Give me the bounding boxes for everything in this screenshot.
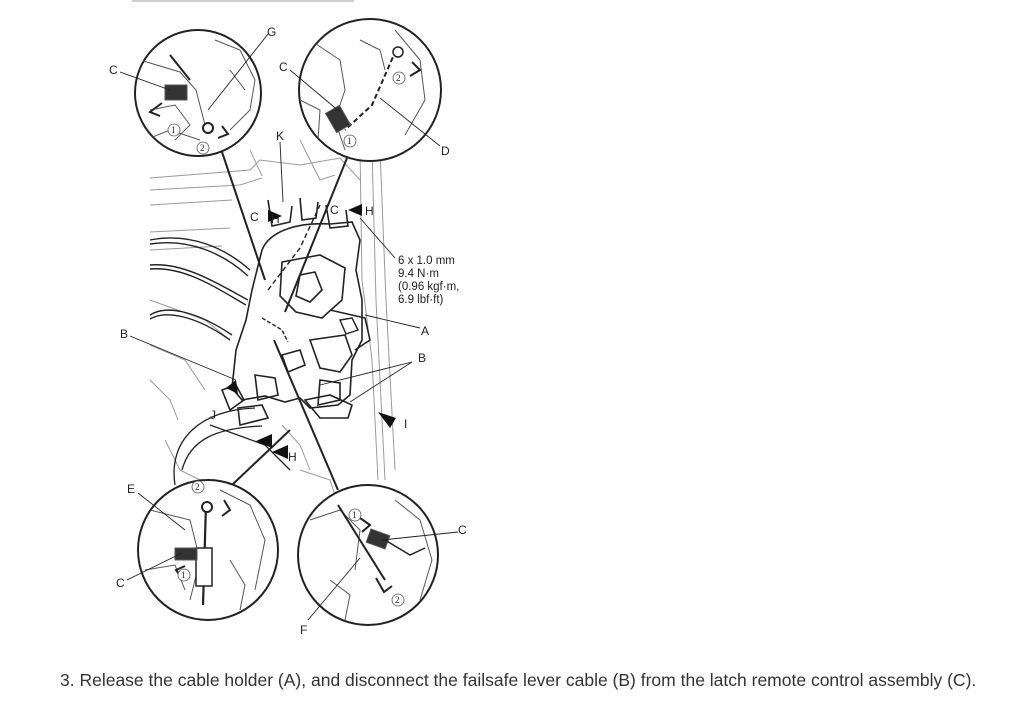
torque-spec-lbfft: 6.9 lbf·ft) [398,294,444,306]
step-mark-e-1: 1 [181,570,186,580]
torque-spec-nm: 9.4 N·m [398,268,439,280]
callout-c-clip-right: C [330,203,339,217]
callout-b-left: B [120,327,128,341]
callout-h-clip-left: H [271,212,280,226]
step-mark-e-2: 2 [195,482,200,492]
detail-circle-e [137,479,279,621]
torque-spec-kgfm: (0.96 kgf·m, [398,281,459,293]
callout-k: K [276,129,284,143]
callout-j: J [210,408,216,422]
callout-f: F [300,623,307,637]
callout-c-bottom-right: C [458,523,467,537]
callout-h-bottom: H [288,450,297,464]
step-mark-g-1: 1 [171,125,176,135]
callout-c-clip-left: C [250,210,259,224]
detail-circle-d [298,18,442,162]
instruction-caption: 3. Release the cable holder (A), and dis… [60,670,977,690]
detail-circle-g [134,29,262,157]
step-mark-d-2: 2 [396,73,401,83]
callout-h-clip-right: H [365,204,374,218]
clip-arrows [226,204,396,459]
callout-d: D [441,144,450,158]
detail-circle-f [297,484,439,626]
callout-c-top-right: C [279,60,288,74]
leader-lines [221,151,348,491]
step-mark-d-1: 1 [347,136,352,146]
callout-a: A [421,324,429,338]
latch-assembly [220,197,371,426]
callout-c-bottom-left: C [116,576,125,590]
torque-spec-size: 6 x 1.0 mm [398,255,455,267]
cables [149,237,251,341]
top-bar-accent [132,0,354,2]
step-mark-f-1: 1 [352,510,357,520]
latch-diagram: G C C D K C H C H A B B J I H E C C F 1 … [109,18,467,637]
callout-leaders [119,33,459,621]
callout-e: E [127,482,135,496]
callout-i: I [404,417,407,431]
lower-area [173,407,291,486]
step-mark-g-2: 2 [200,143,205,153]
torque-spec: 6 x 1.0 mm 9.4 N·m (0.96 kgf·m, 6.9 lbf·… [398,255,459,306]
step-mark-f-2: 2 [395,595,400,605]
door-background [149,139,396,511]
callout-b-right: B [418,351,426,365]
callout-g: G [267,25,276,39]
callout-c-top-left: C [109,63,118,77]
cable-holder-a [261,204,359,343]
